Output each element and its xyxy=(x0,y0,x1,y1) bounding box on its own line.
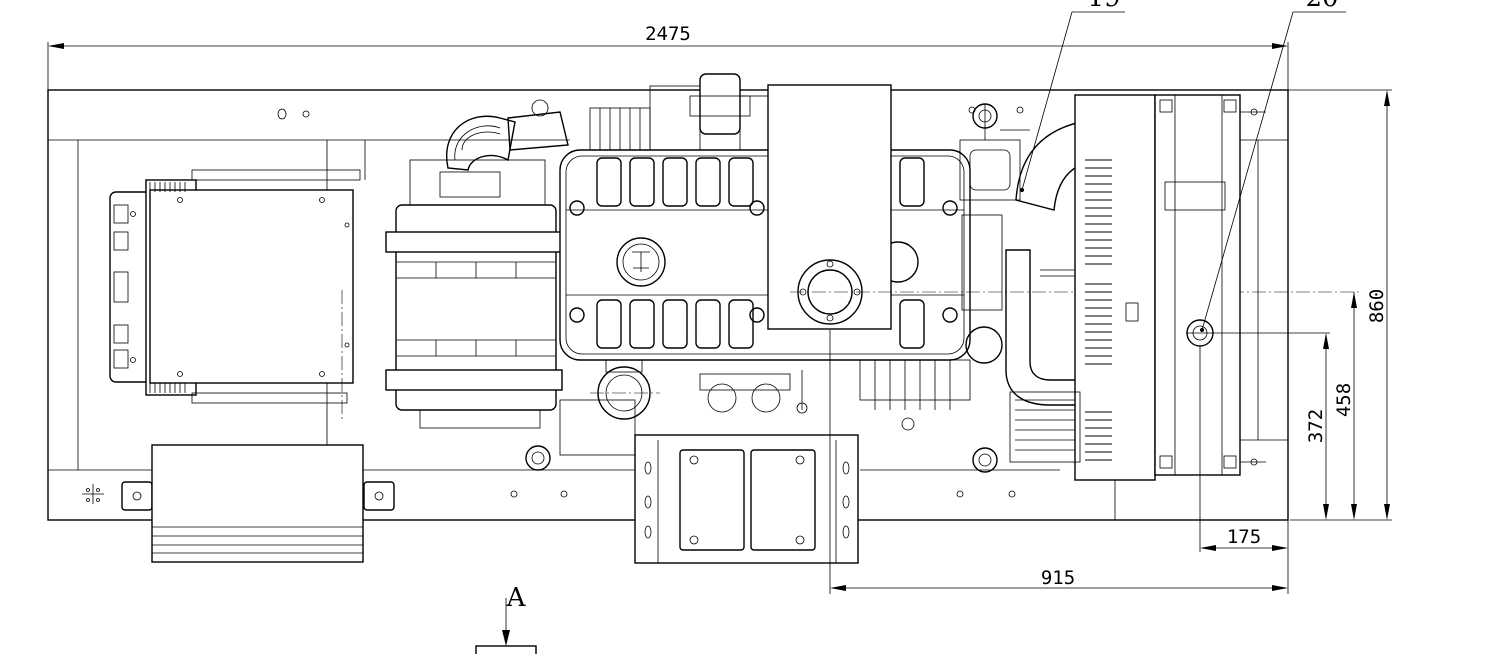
frame-fastener-marks xyxy=(82,481,395,511)
callout-19-label: 19 xyxy=(1087,0,1120,13)
oil-filter-and-starter xyxy=(559,359,1081,463)
dimension-175: 175 xyxy=(1199,346,1289,594)
callout-19: 19 xyxy=(1020,0,1125,192)
engine-block xyxy=(559,149,971,361)
dim-458-label: 458 xyxy=(1333,383,1355,417)
air-filter xyxy=(385,111,569,429)
dimension-458: 458 xyxy=(1333,292,1357,520)
view-marker-a: A xyxy=(475,583,537,654)
view-marker-a-label: A xyxy=(506,583,527,613)
dimension-372: 372 xyxy=(1212,332,1330,520)
control-box xyxy=(634,434,859,564)
top-cover xyxy=(767,84,1360,330)
dim-372-label: 372 xyxy=(1305,409,1327,443)
dimension-860: 860 xyxy=(1240,89,1392,521)
callout-20: 20 xyxy=(1200,0,1346,332)
dimension-2475: 2475 xyxy=(47,23,1289,90)
dim-2475-label: 2475 xyxy=(645,23,691,45)
alternator-fins-bottom xyxy=(149,383,186,393)
turbocharger xyxy=(531,73,769,151)
radiator xyxy=(1074,94,1266,481)
alternator xyxy=(109,169,361,404)
dim-860-label: 860 xyxy=(1366,289,1388,323)
dim-175-label: 175 xyxy=(1227,526,1261,548)
battery-box xyxy=(151,444,364,563)
radiator-fins xyxy=(1085,159,1112,461)
callout-20-label: 20 xyxy=(1305,0,1338,13)
cylinder-tabs-bottom xyxy=(596,299,925,349)
cylinder-tabs-top xyxy=(596,157,925,207)
engine-front-accessories xyxy=(525,103,1030,473)
dimension-915: 915 xyxy=(829,330,1288,594)
alternator-fins-top xyxy=(149,182,186,192)
dim-915-label: 915 xyxy=(1041,567,1075,589)
